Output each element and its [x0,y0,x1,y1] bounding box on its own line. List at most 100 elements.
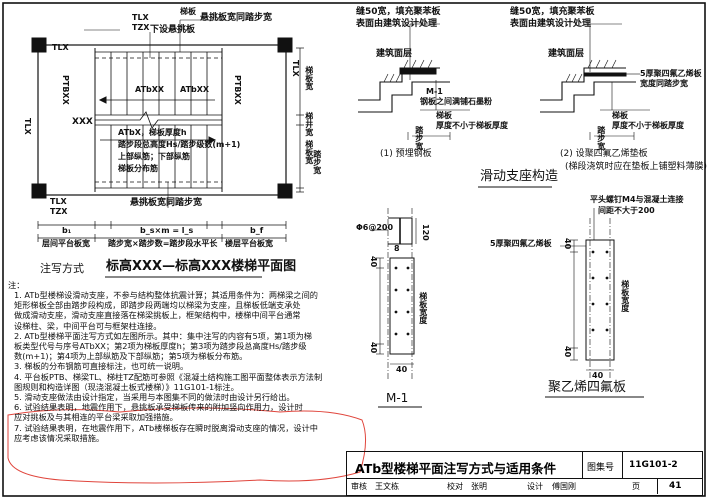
note-line: 7. 试验结果表明，在地震作用下，ATb楼梯板存在瞬时脱离滑动支座的情况，设计中 [14,422,318,433]
dim-floor-landing: 楼层平台板宽 [225,239,273,248]
dim-b1: b₁ [62,226,72,235]
right-plate: PTBXX [232,75,242,105]
tb-reviewer: 王文栋 [375,482,399,491]
annotation-line-2: 踏步段总高度Hs/踏步级数(m+1) [118,140,241,149]
dim-plate-width-2: 梯板宽 [304,140,314,164]
page-number: 41 [669,481,682,491]
d2-under-2: 厚度不小于梯板厚度 [612,121,684,130]
d2-caption-2: (梯段浇筑时应在垫板上铺塑料薄膜) [565,162,708,172]
right-beam: TLX [290,60,300,77]
notes-heading: 注： [8,280,25,290]
m1-dim-40c: 40 [396,365,408,374]
sheet-title: ATb型楼梯平面注写方式与适用条件 [355,461,557,476]
d2-top-note-1: 缝50宽，填充聚苯板 [510,7,595,17]
dim-bf: b_f [250,226,264,235]
dim-bs-m: b_s×m = l_s [140,226,194,235]
note-line: 图规则和构造详图（现浇混凝土板式楼梯）》11G101-1标注。 [14,381,239,392]
d1-bar-label: M-1 [426,87,443,96]
ptfe-width: 梯板宽度 [620,280,630,312]
title-prefix: 注写方式 [40,262,84,275]
beam-tl-top: TLX [132,13,149,22]
atlas-number: 11G101-2 [629,460,678,470]
note-line: 设梯柱、梁，中间平台可与框架柱连接。 [14,320,162,331]
tb-designer: 傅国刚 [552,482,576,491]
ptfe-plate-drawing [545,208,644,398]
d2-material: 建筑面层 [548,49,585,59]
top-edge-label: 梯板 [180,7,196,16]
d1-top-note-2: 表面由建筑设计处理 [356,19,438,29]
column-tzx-bottom: TZX [50,207,68,216]
left-beam: TLX [22,118,32,135]
ptfe-note-2: 间距不大于200 [598,206,655,215]
d1-bar-note: 钢板之间满铺石墨粉 [420,97,492,106]
column-tz-top: TZX [132,23,150,32]
dim-tread-width: 踏步宽 [312,150,322,174]
annotation-line-4: 梯板分布筋 [118,164,158,173]
note-line: 1. ATb型楼梯设滑动支座，不参与结构整体抗震计算；其适用条件为：两梯梁之间的 [14,290,318,300]
annotation-line-1: ATbX，梯板厚度h [118,128,187,137]
code-upper: ATbXX [135,85,165,94]
m1-dim-8: 8 [394,244,400,253]
d2-sheet-2: 宽度同踏步宽 [640,79,688,88]
ptfe-dim-40c: 40 [592,371,604,380]
dim-flight-length: 踏步宽×踏步数=踏步段水平长 [108,239,218,248]
lower-landing-label: 下设悬挑板 [150,25,196,35]
xxx-mark: XXX [72,117,93,127]
m1-dim-40b: 40 [368,342,378,354]
note-line: 5. 滑动支座做法由设计指定，当采用与本图集不同的做法时由设计另行给出。 [14,392,295,403]
m1-dim-120: 120 [420,224,430,241]
annotation-line-3: 上部纵筋；下部纵筋 [118,152,190,161]
note-line: 6. 试验结果表明，地震作用下，悬挑板承受梯板传来的附加竖向作用力，设计时 [14,402,303,413]
m1-length-label: 梯板宽度 [418,292,428,324]
note-line: 做成滑动支座，滑动支座直接落在梯梁挑板上，框架结构中，楼梯中间平台通常 [14,310,301,321]
ptfe-caption: 聚乙烯四氟板 [548,380,627,395]
tb-check-label: 校对 [447,482,463,491]
m1-caption: M-1 [386,391,409,405]
ptfe-note-1: 平头螺钉M4与混凝土连接 [590,195,684,204]
review-markup [7,407,366,484]
note-line: 2. ATb型楼梯平面注写方式如左图所示。其中：集中注写的内容有5项，第1项为梯 [14,330,312,341]
d2-under-1: 梯板 [612,111,628,120]
tb-design-label: 设计 [527,482,543,491]
tb-checker: 张明 [471,482,487,491]
stair-plan-drawing [31,19,304,278]
d1-material: 建筑面层 [376,49,413,59]
d2-step-label: 踏步宽 [596,126,606,150]
m1-plate-drawing [372,208,422,408]
note-line: 应对挑板及与其相连的平台梁采取加强措施。 [14,412,178,423]
tb-page-label: 页 [632,482,640,491]
top-callout: 悬挑板宽同踏步宽 [200,13,273,23]
dim-plate-width-1: 梯板宽 [304,66,314,90]
atlas-label: 图集号 [587,463,615,473]
detail-2-drawing [540,23,650,140]
d1-under-1: 梯板 [436,111,452,120]
beam-tlx-bottom: TLX [50,197,67,206]
note-line: 矩形梯板全部由踏步段构成，即踏步段两端均以梯梁为支座，且梯板低端支承处 [14,300,301,311]
note-line: 3. 梯板的分布钢筋可直接标注，也可统一说明。 [14,361,189,372]
plan-title: 标高XXX—标高XXX楼梯平面图 [106,259,297,274]
note-line: 数(m+1)；第4项为上部纵筋及下部纵筋；第5项为梯板分布筋。 [14,351,248,362]
m1-dim-40a: 40 [368,256,378,268]
note-line: 应考虑该情况采取措施。 [14,432,105,443]
ptfe-dim-40a: 40 [562,238,572,250]
note-line: 板类型代号与序号ATbXX；第2项为梯板厚度h；第3项为踏步段总高度Hs/踏步级 [14,341,307,352]
d2-caption-1: (2) 设聚四氟乙烯垫板 [560,149,648,159]
d2-top-note-2: 表面由建筑设计处理 [510,19,592,29]
dim-well-width: 梯井宽 [304,112,314,136]
title-block: ATb型楼梯平面注写方式与适用条件 图集号 11G101-2 审核 王文栋 校对… [346,451,703,496]
d1-step-label: 踏步宽 [414,126,424,150]
beam-tlx-left-top: TLX [52,43,69,52]
detail-1-drawing [358,23,470,140]
m1-rebar: Φ6@200 [356,223,394,232]
slide-title: 滑动支座构造 [480,169,559,184]
d1-caption: (1) 预埋钢板 [380,149,432,159]
dim-mid-landing: 层间平台板宽 [42,239,90,248]
d1-under-2: 厚度不小于梯板厚度 [436,121,508,130]
note-line: 4. 平台板PTB、梯梁TL、梯柱TZ配筋可参照《混凝土结构施工图平面整体表示方… [14,371,323,382]
d2-sheet-1: 5厚聚四氟乙烯板 [640,69,702,78]
bottom-callout: 悬挑板宽同踏步宽 [130,198,203,208]
d1-top-note-1: 缝50宽，填充聚苯板 [356,7,441,17]
ptfe-sheet: 5厚聚四氟乙烯板 [490,239,552,248]
